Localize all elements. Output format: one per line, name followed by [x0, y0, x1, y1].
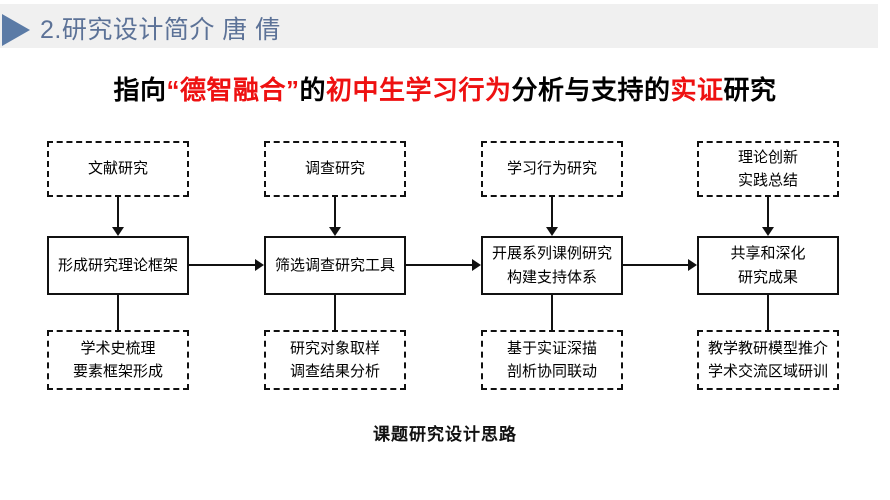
page-title: 指向“德智融合”的初中生学习行为分析与支持的实证研究: [0, 70, 890, 107]
connector-line-horizontal-1: [189, 264, 256, 266]
arrow-down-icon-column-3: [546, 227, 558, 236]
node-column-3-middle: 开展系列课例研究构建支持体系: [481, 236, 623, 295]
connector-line-top-column-4: [767, 197, 769, 227]
arrow-down-icon-column-1: [112, 227, 124, 236]
node-text-line: 基于实证深描: [506, 339, 597, 357]
node-text-line: 构建支持体系: [506, 268, 597, 286]
header-title: 2.研究设计简介 唐 倩: [40, 16, 281, 44]
node-column-4-middle: 共享和深化研究成果: [697, 236, 839, 295]
node-text-line: 理论创新: [737, 148, 798, 166]
node-text-line: 形成研究理论框架: [57, 256, 178, 274]
connector-line-horizontal-3: [623, 264, 689, 266]
node-column-3-top: 学习行为研究: [481, 141, 623, 197]
node-column-1-middle: 形成研究理论框架: [47, 236, 189, 295]
connector-line-bottom-column-2: [334, 295, 336, 330]
node-text-line: 实践总结: [737, 172, 798, 189]
title-segment-highlight: 实证: [670, 75, 724, 105]
connector-line-top-column-1: [117, 197, 119, 227]
arrow-down-icon-column-4: [762, 227, 774, 236]
title-segment-highlight: “德智融合”: [166, 75, 300, 105]
slide-header-band: 2.研究设计简介 唐 倩: [0, 4, 878, 48]
node-text-line: 学术交流区域研训: [707, 363, 828, 380]
node-text-line: 筛选调查研究工具: [274, 256, 395, 274]
node-text-line: 剖析协同联动: [506, 363, 597, 380]
connector-line-bottom-column-3: [551, 295, 553, 330]
title-segment: 研究: [723, 75, 777, 105]
title-segment-highlight: 初中生学习行为: [325, 75, 512, 105]
arrow-right-icon-2: [472, 259, 481, 271]
connector-line-top-column-3: [551, 197, 553, 227]
diagram-caption: 课题研究设计思路: [373, 425, 517, 444]
title-segment: 的: [299, 75, 326, 105]
node-text-line: 教学教研模型推介: [707, 339, 828, 357]
node-text-line: 要素框架形成: [72, 363, 163, 380]
node-column-2-bottom: 研究对象取样调查结果分析: [264, 330, 406, 390]
node-column-1-top: 文献研究: [47, 141, 189, 197]
connector-line-horizontal-2: [406, 264, 473, 266]
connector-line-bottom-column-4: [767, 295, 769, 330]
node-column-2-middle: 筛选调查研究工具: [264, 236, 406, 295]
node-column-2-top: 调查研究: [264, 141, 406, 197]
connector-line-top-column-2: [334, 197, 336, 227]
connector-line-bottom-column-1: [117, 295, 119, 330]
node-column-4-top: 理论创新实践总结: [697, 141, 839, 197]
node-text-line: 研究成果: [737, 268, 798, 286]
title-segment: 指向: [113, 75, 167, 105]
node-column-4-bottom: 教学教研模型推介学术交流区域研训: [697, 330, 839, 390]
node-text-line: 调查研究: [304, 160, 365, 178]
title-segment: 分析与支持的: [511, 75, 671, 105]
node-text-line: 学习行为研究: [506, 160, 597, 178]
node-text-line: 文献研究: [87, 160, 148, 178]
node-text-line: 研究对象取样: [289, 339, 380, 357]
node-column-1-bottom: 学术史梳理要素框架形成: [47, 330, 189, 390]
triangle-right-icon: [2, 14, 30, 46]
node-text-line: 学术史梳理: [80, 339, 156, 357]
node-text-line: 调查结果分析: [289, 363, 380, 380]
node-text-line: 开展系列课例研究: [491, 245, 612, 263]
node-text-line: 共享和深化: [730, 245, 806, 263]
arrow-down-icon-column-2: [329, 227, 341, 236]
arrow-right-icon-3: [688, 259, 697, 271]
arrow-right-icon-1: [255, 259, 264, 271]
node-column-3-bottom: 基于实证深描剖析协同联动: [481, 330, 623, 390]
